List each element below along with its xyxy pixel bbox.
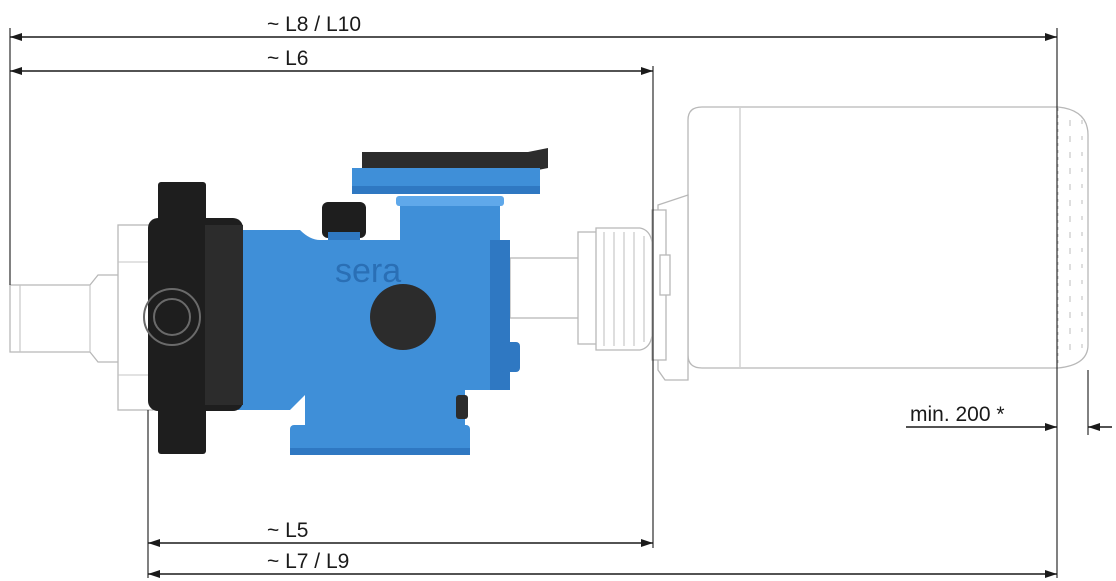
left-fitting-outline <box>9 224 154 411</box>
brand-logo: sera <box>335 252 401 290</box>
pump-head <box>143 182 243 454</box>
pump-body <box>238 148 548 455</box>
label-l6: ~ L6 <box>267 47 308 70</box>
label-min-clearance: min. 200 * <box>910 403 1005 426</box>
motor-outline <box>651 106 1089 381</box>
label-l7-l9: ~ L7 / L9 <box>267 550 349 573</box>
label-l5: ~ L5 <box>267 519 308 542</box>
coupling-outline <box>509 227 653 351</box>
extension-lines <box>9 28 1089 578</box>
label-l8-l10: ~ L8 / L10 <box>267 13 361 36</box>
